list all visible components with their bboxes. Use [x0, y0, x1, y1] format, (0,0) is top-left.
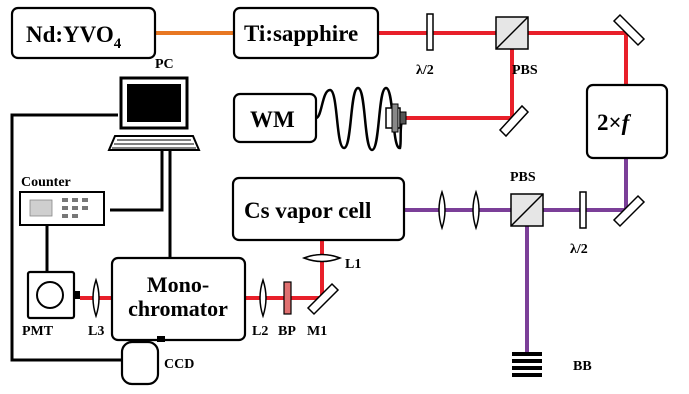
pc-computer: PC	[107, 57, 201, 151]
l1-label: L1	[345, 257, 361, 272]
mirror-lower-right	[612, 194, 646, 228]
halfwave-top-label: λ/2	[416, 63, 434, 78]
halfwave-bottom-label: λ/2	[570, 242, 588, 257]
fiber-coupler	[385, 103, 407, 133]
counter-label: Counter	[21, 175, 71, 190]
signal-cables	[10, 113, 172, 362]
cs-cell-label: Cs vapor cell	[244, 198, 371, 223]
frequency-doubler: 2×f	[585, 83, 669, 160]
pmt-label: PMT	[22, 324, 54, 339]
ndyvo4-laser: Nd:YVO4	[10, 6, 157, 60]
pbs-cube-top: PBS	[495, 16, 538, 78]
mono-label-1: Mono-	[147, 272, 209, 297]
l2-label: L2	[252, 324, 268, 339]
bb-label: BB	[573, 359, 592, 374]
cs-vapor-cell: Cs vapor cell	[231, 176, 406, 242]
telescope-lenses	[438, 189, 480, 231]
photon-counter: Counter	[19, 175, 105, 226]
ccd-camera: CCD	[120, 336, 194, 386]
l3-label: L3	[88, 324, 104, 339]
monochromator: Mono- chromator	[110, 256, 247, 342]
fiber-coil	[315, 86, 407, 152]
purple-beam-paths	[404, 158, 628, 352]
halfwave-plate-bottom: λ/2	[570, 191, 588, 257]
wavemeter: WM	[232, 92, 318, 144]
ccd-label: CCD	[164, 357, 194, 372]
pbs-bottom-label: PBS	[510, 170, 536, 185]
pc-label: PC	[155, 57, 174, 72]
mirror-top-right	[612, 13, 646, 47]
tisapphire-laser: Ti:sapphire	[232, 6, 380, 60]
pbs-top-label: PBS	[512, 63, 538, 78]
wm-label: WM	[250, 107, 295, 132]
m1-label: M1	[307, 324, 327, 339]
mirror-m1: M1	[306, 282, 340, 339]
lens-l3: L3	[88, 277, 104, 339]
lens-l2: L2	[252, 277, 268, 339]
halfwave-plate-top: λ/2	[416, 13, 434, 78]
tisapphire-label: Ti:sapphire	[244, 21, 358, 46]
ndyvo4-label: Nd:YVO4	[26, 22, 122, 52]
pmt-detector: PMT	[22, 270, 80, 339]
lens-l1: L1	[301, 253, 361, 272]
mono-label-2: chromator	[128, 296, 228, 321]
bp-label: BP	[278, 324, 296, 339]
pbs-cube-bottom: PBS	[510, 170, 544, 227]
beam-block: BB	[512, 352, 592, 377]
doubler-label: 2×f	[597, 110, 632, 135]
bandpass-filter: BP	[278, 281, 296, 339]
mirror-to-wavemeter	[498, 104, 530, 138]
